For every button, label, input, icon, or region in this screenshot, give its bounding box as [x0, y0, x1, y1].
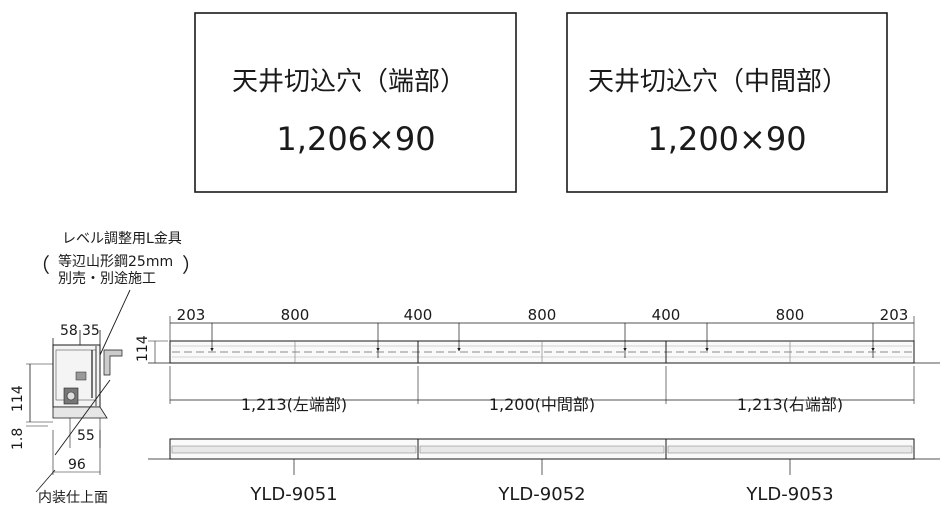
- dim-55: 55: [77, 428, 95, 444]
- cutout-box-end: 天井切込穴（端部） 1,206×90: [194, 12, 517, 193]
- cutout-end-label: 天井切込穴（端部）: [232, 67, 466, 97]
- spacing-800-2: 800: [528, 306, 557, 324]
- spacing-800-1: 800: [281, 306, 310, 324]
- bracket-spec-2: 別売・別途施工: [58, 270, 156, 287]
- side-section-view: 58 35 114 1.8 55 96 内装仕上面: [10, 323, 123, 506]
- spacing-203-right: 203: [880, 306, 909, 324]
- dim-1-8: 1.8: [10, 428, 26, 450]
- bracket-spec-1: 等辺山形鋼25mm: [58, 253, 173, 270]
- spacing-400-1: 400: [404, 306, 433, 324]
- bracket-paren-open: （: [30, 253, 50, 277]
- bracket-annotation: レベル調整用L金具 （ 等辺山形鋼25mm 別売・別途施工 ）: [30, 231, 202, 356]
- unit-length-middle: 1,200(中間部): [489, 395, 595, 414]
- dim-114-side: 114: [10, 385, 26, 412]
- interior-finish-label: 内装仕上面: [38, 490, 108, 506]
- bracket-paren-close: ）: [182, 253, 202, 277]
- spacing-800-3: 800: [776, 306, 805, 324]
- model-middle: YLD-9052: [497, 484, 585, 505]
- dim-96: 96: [68, 457, 86, 473]
- model-left: YLD-9051: [249, 484, 337, 505]
- unit-length-left: 1,213(左端部): [241, 395, 347, 414]
- spacing-203-left: 203: [177, 306, 206, 324]
- unit-length-right: 1,213(右端部): [737, 395, 843, 414]
- model-right: YLD-9053: [745, 484, 833, 505]
- spacing-400-2: 400: [652, 306, 681, 324]
- plan-height-114: 114: [135, 335, 151, 362]
- bracket-title: レベル調整用L金具: [62, 231, 182, 247]
- plan-view: 114 203 800 400 800 400 800 203: [135, 306, 940, 505]
- cutout-box-middle: 天井切込穴（中間部） 1,200×90: [566, 12, 888, 193]
- dim-58: 58: [60, 323, 78, 339]
- dim-35: 35: [82, 323, 100, 339]
- cutout-middle-size: 1,200×90: [647, 120, 806, 158]
- cutout-end-size: 1,206×90: [276, 120, 435, 158]
- cutout-middle-label: 天井切込穴（中間部）: [588, 67, 848, 97]
